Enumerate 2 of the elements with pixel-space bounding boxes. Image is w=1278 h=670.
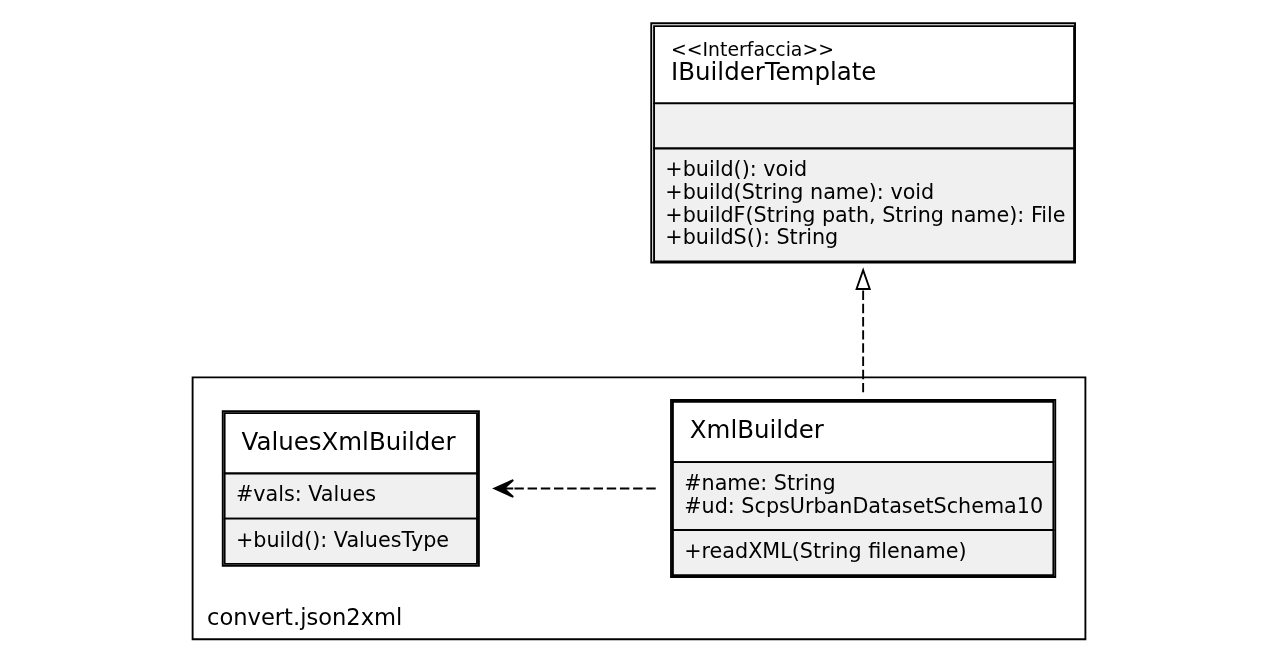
arrow: [493, 479, 657, 498]
arrow: [855, 267, 872, 394]
